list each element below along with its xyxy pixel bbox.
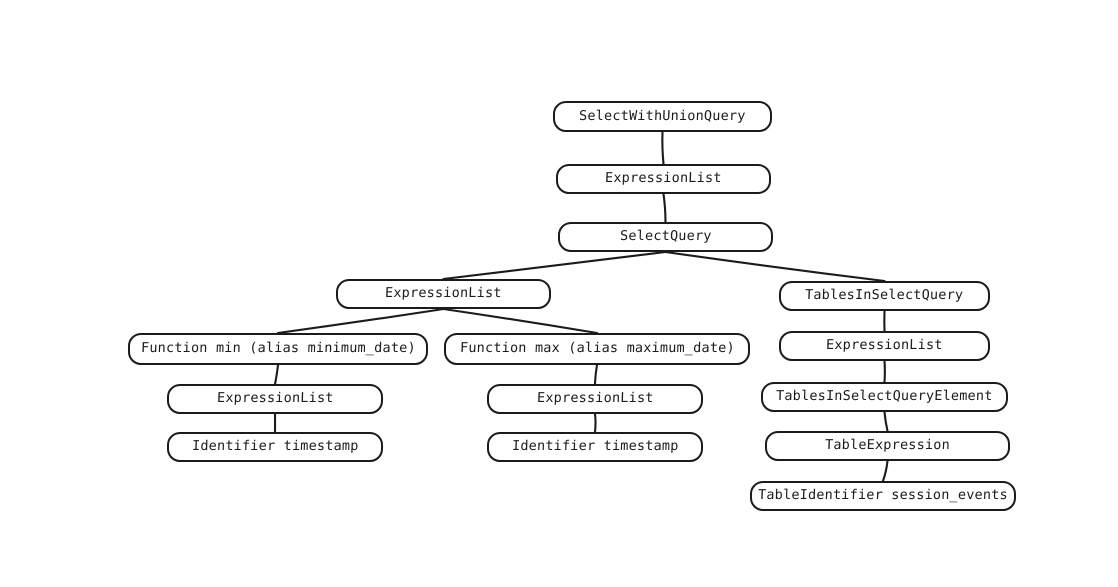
tree-node-label: TablesInSelectQueryElement [775,388,994,405]
tree-edge [442,250,667,281]
tree-edge [662,192,667,224]
tree-node[interactable]: TableExpression [765,431,1010,461]
tree-node[interactable]: TablesInSelectQuery [779,281,990,311]
tree-node[interactable]: Identifier timestamp [487,432,703,462]
tree-node[interactable]: SelectQuery [558,222,773,252]
tree-node-label: ExpressionList [384,285,503,302]
tree-node[interactable]: Function max (alias maximum_date) [444,333,750,365]
tree-edge [664,250,886,283]
tree-node-label: Identifier timestamp [511,438,679,455]
tree-edge [661,130,665,166]
tree-edge [593,363,599,386]
tree-node[interactable]: ExpressionList [167,384,383,414]
tree-node-label: ExpressionList [536,390,654,407]
tree-node[interactable]: SelectWithUnionQuery [553,101,772,132]
tree-node-label: Identifier timestamp [191,438,359,455]
tree-edge [883,410,889,433]
tree-node[interactable]: ExpressionList [336,279,551,309]
tree-edge [881,459,889,483]
tree-node[interactable]: TableIdentifier session_events [750,481,1016,511]
tree-edge [276,307,445,335]
tree-node-label: ExpressionList [825,337,944,354]
tree-node-label: ExpressionList [216,390,334,407]
tree-node-label: SelectQuery [619,228,712,245]
tree-node-label: TablesInSelectQuery [805,287,964,304]
tree-node[interactable]: ExpressionList [487,384,703,414]
tree-node-label: TableExpression [824,437,951,454]
tree-node[interactable]: TablesInSelectQueryElement [761,382,1008,412]
tree-edge [593,412,597,434]
tree-node[interactable]: ExpressionList [556,164,771,194]
tree-edge [273,363,280,386]
tree-node-label: Function max (alias maximum_date) [459,340,735,357]
tree-node-label: TableIdentifier session_events [757,487,1009,504]
tree-node[interactable]: ExpressionList [779,331,990,361]
tree-node-label: Function min (alias minimum_date) [140,340,416,357]
tree-edge [442,307,599,335]
tree-node-label: ExpressionList [604,170,723,187]
tree-node-label: SelectWithUnionQuery [578,107,747,124]
tree-node[interactable]: Function min (alias minimum_date) [128,333,428,365]
tree-node[interactable]: Identifier timestamp [167,432,383,462]
